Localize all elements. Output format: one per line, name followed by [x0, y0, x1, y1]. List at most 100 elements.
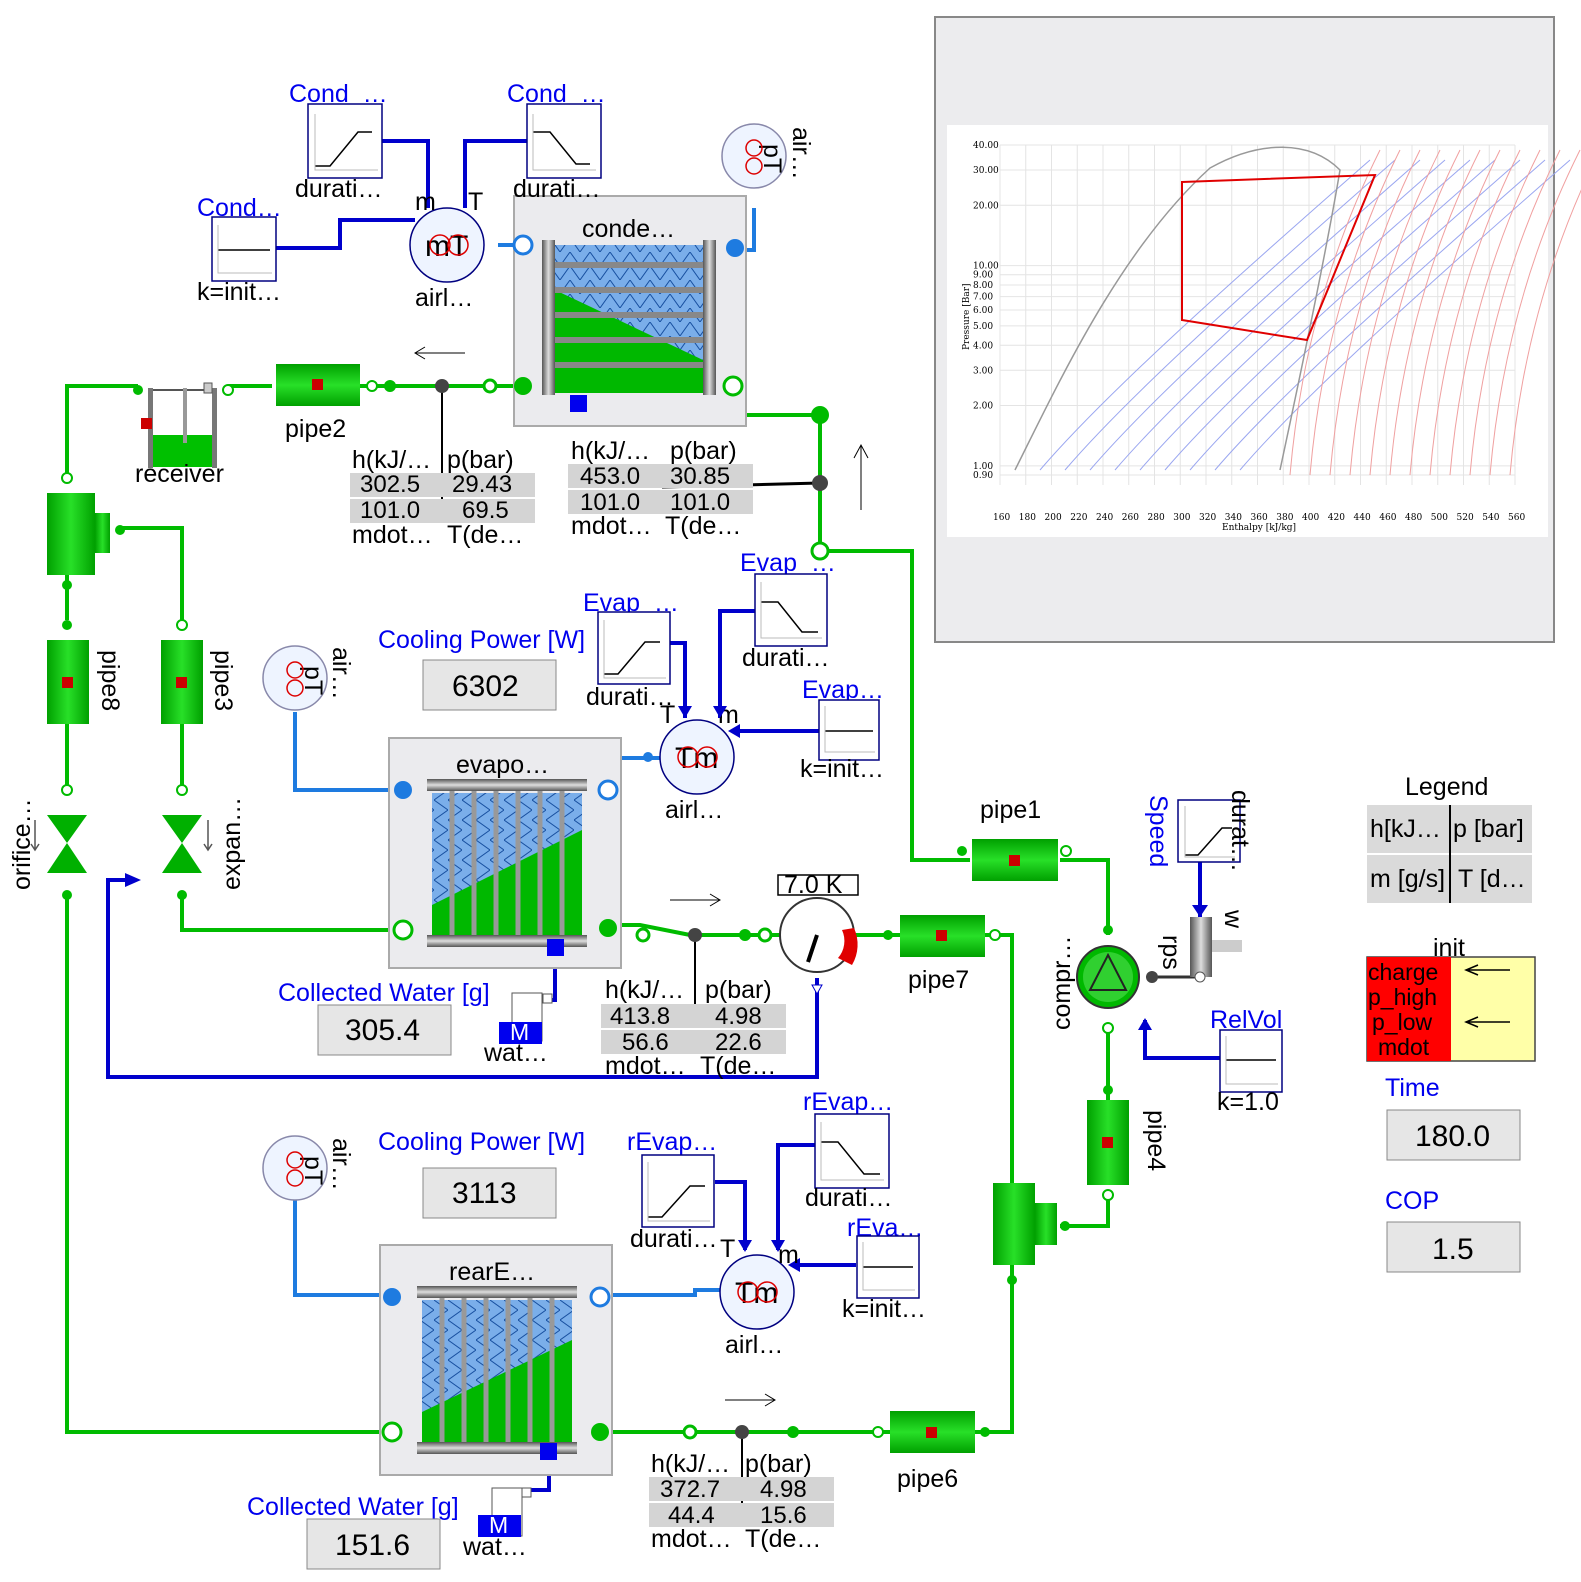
svg-text:m: m [415, 188, 436, 216]
evap-water-display: 305.4 [317, 1004, 452, 1056]
ph-x-tick: 520 [1457, 513, 1474, 523]
pipe7[interactable]: pipe7 [883, 915, 1001, 994]
svg-text:k=1.0: k=1.0 [1217, 1088, 1279, 1116]
isotherm [1349, 149, 1441, 476]
isoline [1239, 159, 1571, 471]
svg-text:180.0: 180.0 [1415, 1120, 1490, 1153]
svg-text:durat…: durat… [1226, 790, 1254, 872]
pipe1[interactable]: pipe1 [957, 796, 1072, 881]
isotherm [1429, 149, 1521, 476]
evap-source-b[interactable]: Evap_… durati… [740, 549, 836, 672]
ph-y-tick: 6.00 [973, 306, 993, 316]
svg-text:372.7: 372.7 [660, 1476, 720, 1503]
init-block[interactable]: init charge p_high p_low mdot [1366, 934, 1536, 1062]
cop-display: 1.5 [1386, 1221, 1521, 1273]
evap-air-sensor[interactable]: pT air… [262, 645, 355, 711]
cond-source-right[interactable]: Cond_… durati… [507, 80, 606, 203]
rear-air-sensor[interactable]: pT air… [262, 1135, 355, 1201]
receiver[interactable]: receiver [133, 382, 234, 488]
junction-right [993, 1183, 1070, 1285]
rear-source-b[interactable]: rEvap… durati… [803, 1088, 893, 1212]
svg-text:69.5: 69.5 [462, 497, 509, 524]
svg-text:mdot…: mdot… [571, 512, 652, 540]
svg-text:compr…: compr… [1048, 936, 1076, 1030]
svg-text:rps: rps [1157, 935, 1185, 970]
svg-text:30.85: 30.85 [670, 463, 730, 490]
expansion-valve[interactable]: expan… [125, 797, 246, 900]
svg-text:h(kJ/…: h(kJ/… [605, 976, 684, 1004]
evaporator[interactable]: evapo… [388, 737, 622, 969]
svg-text:h(kJ/…: h(kJ/… [571, 437, 650, 465]
evap-source-c[interactable]: Evap… k=init… [728, 676, 884, 783]
isoline [1114, 159, 1446, 471]
speed-source[interactable]: Speed durat… [1144, 790, 1254, 917]
isotherm [1329, 149, 1421, 476]
svg-text:orifice…: orifice… [8, 798, 36, 890]
svg-text:pipe3: pipe3 [209, 650, 237, 711]
pipe4[interactable]: pipe4 [1087, 1085, 1170, 1201]
rear-evaporator[interactable]: rearE… [379, 1244, 613, 1476]
svg-text:p [bar]: p [bar] [1453, 815, 1524, 843]
cop-label: COP [1385, 1187, 1439, 1215]
pipe2[interactable]: pipe2 [276, 364, 360, 443]
svg-text:mdot…: mdot… [605, 1052, 686, 1080]
evap-air-source[interactable]: Tm T m airl… [643, 701, 739, 824]
cond-source-const[interactable]: Cond… k=init… [197, 194, 282, 306]
compressor[interactable]: compr… rps [1048, 925, 1185, 1034]
ph-x-tick: 360 [1251, 513, 1268, 523]
svg-text:15.6: 15.6 [760, 1502, 807, 1529]
svg-text:pipe8: pipe8 [96, 650, 124, 711]
svg-text:p(bar): p(bar) [745, 1450, 812, 1478]
svg-text:3113: 3113 [452, 1177, 517, 1210]
svg-text:29.43: 29.43 [452, 471, 512, 498]
isotherm [1449, 149, 1541, 476]
ph-x-tick: 480 [1405, 513, 1422, 523]
isotherm [1369, 149, 1461, 476]
ph-x-tick: 280 [1148, 513, 1165, 523]
ph-y-title: Pressure [Bar] [962, 283, 972, 350]
ph-x-tick: 180 [1019, 513, 1036, 523]
evap-source-a[interactable]: Evap_… durati… [583, 589, 679, 711]
svg-text:T(de…: T(de… [665, 512, 741, 540]
condenser[interactable]: conde… [512, 195, 747, 427]
cond-source-left[interactable]: Cond_… durati… [289, 80, 388, 203]
svg-text:151.6: 151.6 [335, 1529, 410, 1562]
svg-text:wat…: wat… [483, 1039, 548, 1067]
svg-text:m: m [778, 1241, 799, 1269]
svg-text:T: T [720, 1235, 735, 1263]
svg-text:h[kJ…: h[kJ… [1370, 815, 1441, 843]
pipe3[interactable]: pipe3 [161, 619, 237, 796]
svg-text:101.0: 101.0 [670, 489, 730, 516]
ph-y-tick: 7.00 [973, 293, 993, 303]
rear-source-a[interactable]: rEvap… durati… [627, 1128, 718, 1253]
flow-arrow-right-rear [725, 1393, 776, 1407]
orifice-valve[interactable]: orifice… [8, 798, 87, 900]
cond-air-source[interactable]: mT m T airl… [409, 188, 485, 312]
rear-air-source[interactable]: Tm T m airl… [719, 1235, 799, 1359]
svg-text:durati…: durati… [513, 175, 601, 203]
cond-air-sensor[interactable]: pT air… [721, 123, 815, 189]
svg-text:pipe7: pipe7 [908, 966, 969, 994]
svg-text:w: w [1219, 909, 1247, 929]
rear-water-sensor[interactable]: M wat… [462, 1487, 532, 1561]
init-row-charge: charge [1368, 959, 1438, 985]
rear-source-c[interactable]: rEva… k=init… [788, 1214, 926, 1323]
relvol-source[interactable]: RelVol k=1.0 [1138, 1006, 1283, 1116]
svg-text:mdot…: mdot… [651, 1525, 732, 1553]
evap-water-sensor[interactable]: M wat… [483, 992, 553, 1067]
svg-text:h(kJ/…: h(kJ/… [651, 1450, 730, 1478]
ph-x-tick: 200 [1045, 513, 1062, 523]
svg-text:receiver: receiver [135, 460, 224, 488]
isotherm [1469, 149, 1561, 476]
svg-text:101.0: 101.0 [360, 497, 420, 524]
pipe6[interactable]: pipe6 [890, 1411, 990, 1493]
isoline [1164, 159, 1496, 471]
pipe8[interactable]: pipe8 [47, 620, 124, 796]
ph-x-tick: 320 [1199, 513, 1216, 523]
svg-text:durati…: durati… [586, 683, 674, 711]
rear-cooling-display: 3113 [422, 1167, 557, 1219]
svg-text:Evap_…: Evap_… [740, 549, 836, 577]
svg-text:302.5: 302.5 [360, 471, 420, 498]
condenser-label: conde… [582, 215, 675, 243]
isoline [1039, 159, 1371, 471]
